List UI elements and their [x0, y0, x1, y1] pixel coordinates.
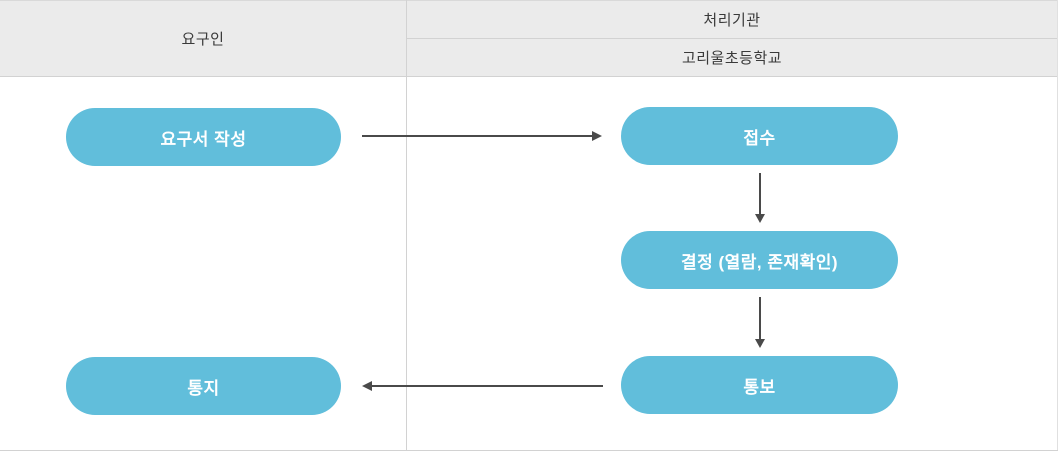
node-decision: 결정 (열람, 존재확인)	[621, 231, 898, 289]
header-cell-agency-name: 고리울초등학교	[407, 39, 1058, 77]
header-cell-agency: 처리기관	[407, 0, 1058, 39]
column-divider	[406, 0, 407, 450]
node-notification: 통보	[621, 356, 898, 414]
node-request-form: 요구서 작성	[66, 108, 341, 166]
header-cell-requester: 요구인	[0, 0, 406, 77]
node-reception: 접수	[621, 107, 898, 165]
node-notice: 통지	[66, 357, 341, 415]
bottom-border	[0, 450, 1058, 451]
